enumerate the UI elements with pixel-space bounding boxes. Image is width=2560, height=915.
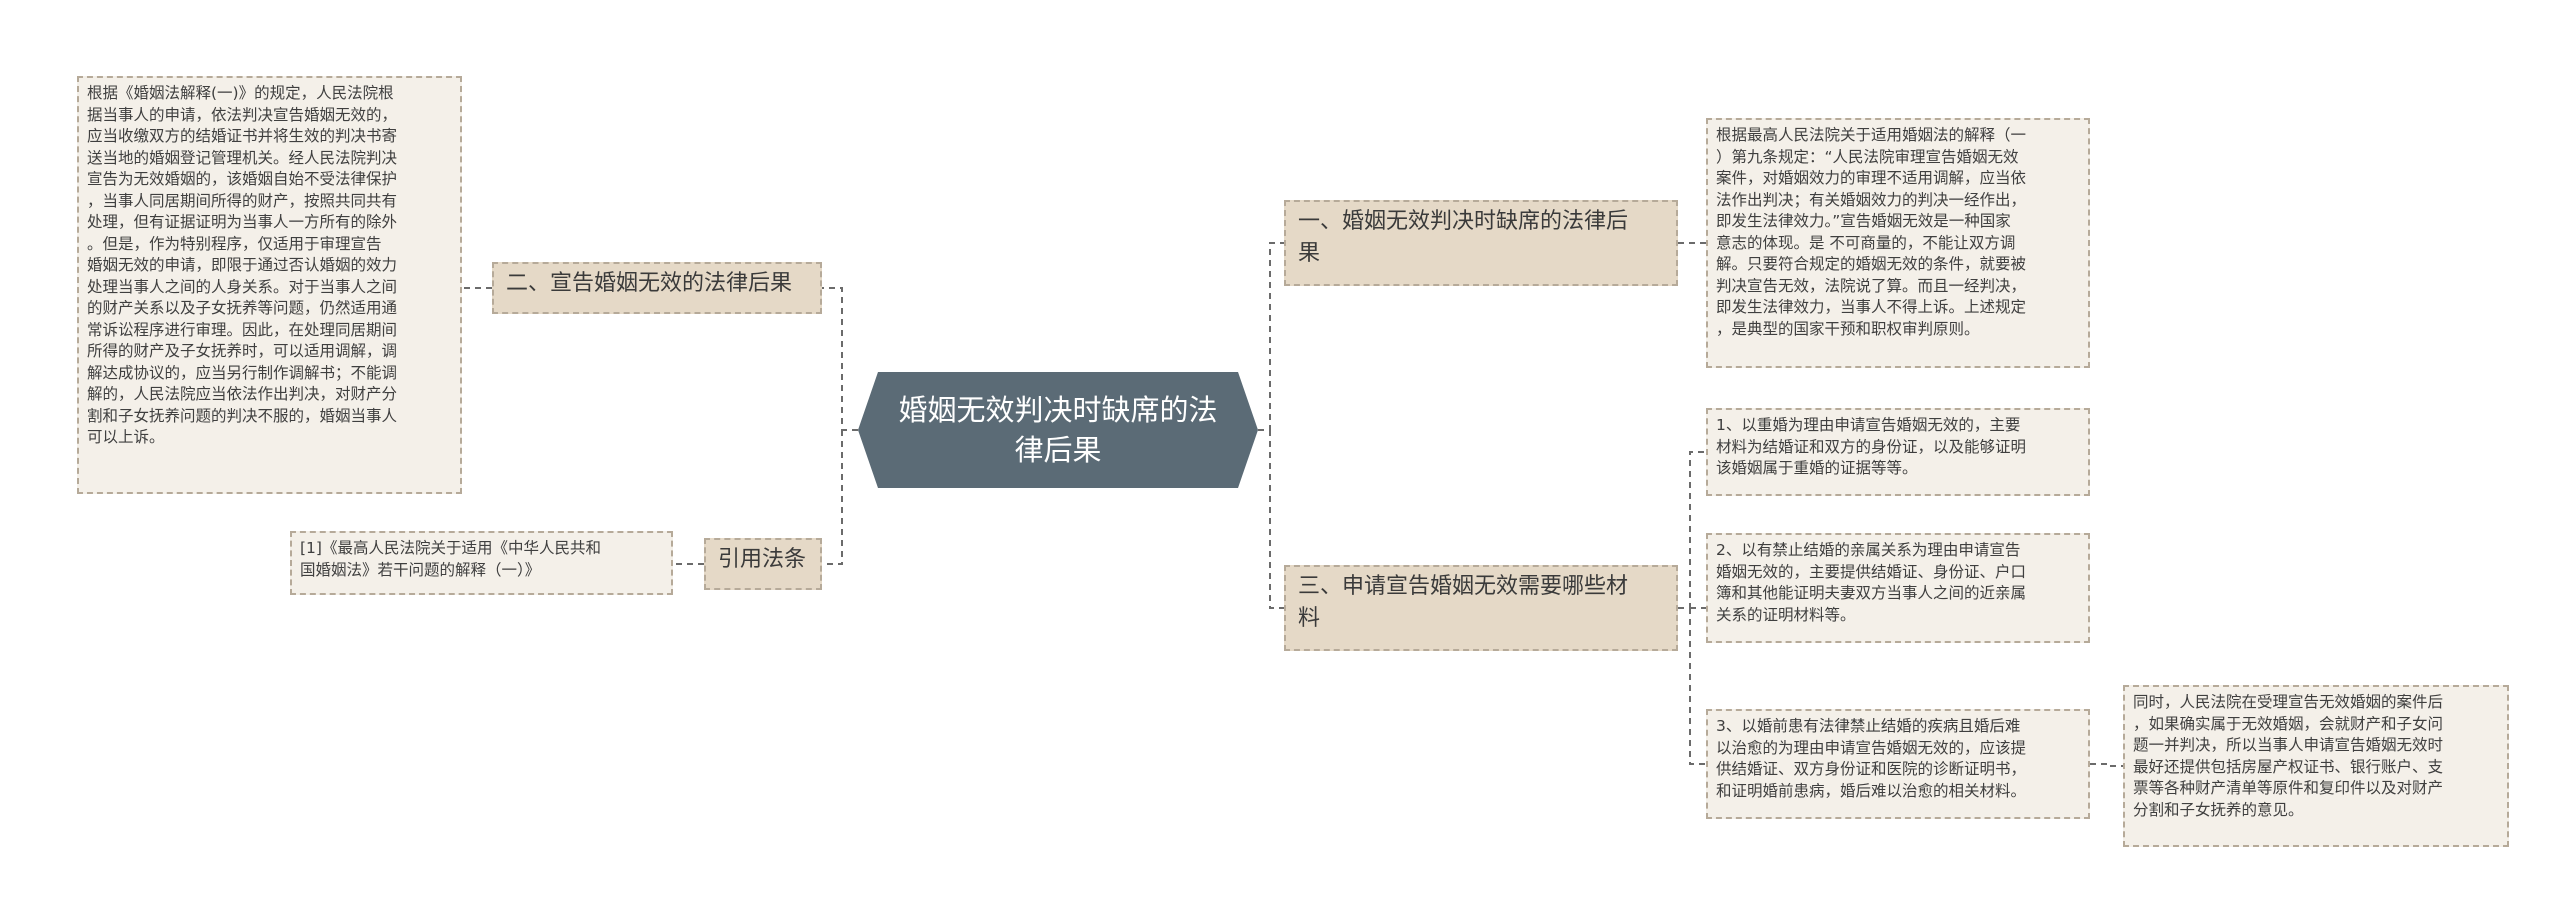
branch-legal-consequences-of-void-marriage[interactable]: 二、宣告婚姻无效的法律后果 xyxy=(492,262,822,314)
connector-center-to-branch-consequences xyxy=(822,287,858,431)
connector-center-to-branch-absence xyxy=(1258,242,1284,431)
central-topic[interactable]: 婚姻无效判决时缺席的法律后果 xyxy=(858,372,1258,488)
leaf-materials-disease[interactable]: 3、以婚前患有法律禁止结婚的疾病且婚后难 以治愈的为理由申请宣告婚姻无效的，应该… xyxy=(1706,709,2090,819)
branch-cited-statutes[interactable]: 引用法条 xyxy=(704,538,822,590)
leaf-materials-bigamy[interactable]: 1、以重婚为理由申请宣告婚姻无效的，主要 材料为结婚证和双方的身份证，以及能够证… xyxy=(1706,408,2090,496)
connector-branch-materials-to-leaf-3 xyxy=(1689,608,1706,765)
branch-required-materials[interactable]: 三、申请宣告婚姻无效需要哪些材 料 xyxy=(1284,565,1678,651)
leaf-judicial-interpretation-article-9[interactable]: 根据最高人民法院关于适用婚姻法的解释（一 ）第九条规定：“人民法院审理宣告婚姻无… xyxy=(1706,118,2090,368)
leaf-cited-statute-reference[interactable]: [1]《最高人民法院关于适用《中华人民共和 国婚姻法》若干问题的解释（一）》 xyxy=(290,531,673,595)
connector-leaf-3-to-subleaf xyxy=(2090,763,2123,767)
leaf-property-and-children-note[interactable]: 同时，人民法院在受理宣告无效婚姻的案件后 ，如果确实属于无效婚姻，会就财产和子女… xyxy=(2123,685,2509,847)
leaf-void-marriage-consequences-detail[interactable]: 根据《婚姻法解释(一)》的规定，人民法院根 据当事人的申请，依法判决宣告婚姻无效… xyxy=(77,76,462,494)
connector-branch-materials-to-leaf-1 xyxy=(1678,451,1706,609)
connector-center-to-branch-statutes xyxy=(822,430,843,565)
connector-center-to-branch-materials xyxy=(1269,430,1284,609)
branch-consequences-of-absence[interactable]: 一、婚姻无效判决时缺席的法律后 果 xyxy=(1284,200,1678,286)
leaf-materials-kinship[interactable]: 2、以有禁止结婚的亲属关系为理由申请宣告 婚姻无效的，主要提供结婚证、身份证、户… xyxy=(1706,533,2090,643)
